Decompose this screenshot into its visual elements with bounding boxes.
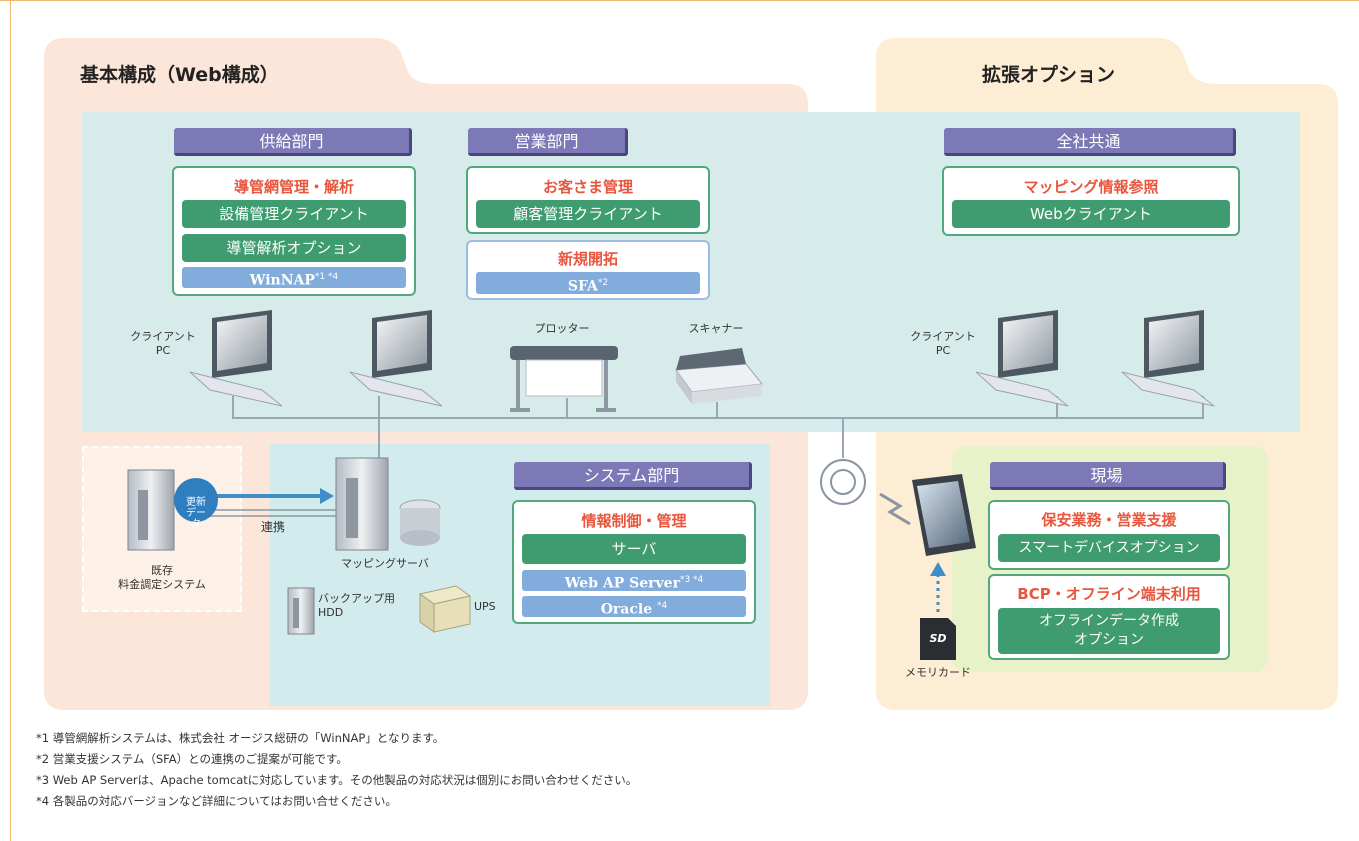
- supply-function-box: 導管網管理・解析 設備管理クライアント 導管解析オプション WinNAP*1 *…: [172, 166, 416, 296]
- oracle-button[interactable]: Oracle *4: [522, 596, 746, 618]
- common-function-box: マッピング情報参照 Webクライアント: [942, 166, 1240, 236]
- network-drop: [1202, 396, 1204, 418]
- tablet-icon: [912, 474, 976, 556]
- network-drop: [716, 402, 718, 418]
- client-pc-icon: [1121, 310, 1215, 407]
- equipment-client-button[interactable]: 設備管理クライアント: [182, 200, 406, 228]
- memory-card-label: メモリカード: [905, 666, 971, 679]
- footnote-3: *3 Web AP Serverは、Apache tomcatに対応しています。…: [36, 773, 638, 787]
- supply-dept-header: 供給部門: [174, 128, 412, 156]
- client-pc-left-line2: PC: [155, 344, 171, 357]
- common-function-title: マッピング情報参照: [1023, 178, 1159, 196]
- scanner-label: スキャナー: [688, 322, 744, 335]
- web-client-button[interactable]: Webクライアント: [952, 200, 1230, 228]
- legacy-line1: 既存: [151, 564, 173, 577]
- update-data-badge: [174, 478, 218, 522]
- winnap-button[interactable]: WinNAP*1 *4: [182, 267, 406, 289]
- client-pc-right-line1: クライアント: [910, 330, 976, 343]
- footnote-1: *1 導管網解析システムは、株式会社 オージス総研の「WinNAP」となります。: [36, 731, 445, 745]
- smart-device-option-button[interactable]: スマートデバイスオプション: [998, 534, 1220, 562]
- network-drop: [566, 398, 568, 418]
- footnotes: *1 導管網解析システムは、株式会社 オージス総研の「WinNAP」となります。…: [36, 728, 637, 812]
- field-dept-header: 現場: [990, 462, 1226, 490]
- sfa-label: SFA: [567, 278, 598, 295]
- backup-hdd-label: バックアップ用 HDD: [318, 592, 398, 620]
- system-function-box: 情報制御・管理 サーバ Web AP Server*3 *4 Oracle *4: [512, 500, 756, 624]
- sales-function-title: お客さま管理: [542, 178, 633, 196]
- network-drop: [232, 396, 234, 418]
- mapping-server-label: マッピングサーバ: [341, 557, 429, 570]
- client-pc-left-line1: クライアント: [130, 330, 196, 343]
- backup-line2: HDD: [318, 606, 344, 619]
- sfa-button[interactable]: SFA*2: [476, 272, 700, 295]
- scanner-icon: [675, 348, 763, 404]
- ups-icon: [418, 585, 472, 633]
- basic-config-title: 基本構成（Web構成）: [80, 64, 279, 86]
- server-button[interactable]: サーバ: [522, 534, 746, 564]
- legacy-system-label: 既存 料金調定システム: [84, 564, 240, 592]
- field-function-title-1: 保安業務・営業支援: [1041, 511, 1177, 529]
- network-drop: [1056, 396, 1058, 418]
- server-drop: [378, 418, 380, 462]
- new-business-title: 新規開拓: [557, 250, 618, 268]
- frame-top-line: [0, 0, 1359, 1]
- web-ap-server-button[interactable]: Web AP Server*3 *4: [522, 570, 746, 592]
- offline-option-line2: オプション: [1074, 632, 1144, 648]
- offline-option-line1: オフラインデータ作成: [1039, 613, 1179, 629]
- plotter-label: プロッター: [534, 322, 590, 335]
- frame-left-line: [10, 0, 11, 841]
- client-pc-icon: [349, 310, 443, 407]
- link-label: 連携: [260, 520, 285, 534]
- legacy-line2: 料金調定システム: [118, 578, 206, 591]
- winnap-note: *1 *4: [314, 272, 339, 282]
- common-dept-header: 全社共通: [944, 128, 1236, 156]
- network-drop: [378, 396, 380, 418]
- update-data-label: 更新 データ: [183, 497, 209, 530]
- field-function-box-1: 保安業務・営業支援 スマートデバイスオプション: [988, 500, 1230, 570]
- ups-label: UPS: [474, 600, 496, 613]
- web-ap-server-label: Web AP Server: [564, 575, 680, 592]
- legacy-server-icon: [127, 469, 175, 551]
- client-pc-icon: [975, 310, 1069, 407]
- update-data-line1: 更新: [186, 497, 206, 508]
- update-arrowhead: [320, 488, 334, 504]
- client-pc-right-label: クライアント PC: [898, 330, 988, 358]
- oracle-note: *4: [657, 601, 668, 611]
- system-dept-header: システム部門: [514, 462, 752, 490]
- backup-hdd-icon: [287, 587, 315, 635]
- winnap-label: WinNAP: [249, 272, 315, 289]
- offline-data-option-button[interactable]: オフラインデータ作成 オプション: [998, 608, 1220, 654]
- extension-title: 拡張オプション: [982, 64, 1116, 86]
- wireless-router-icon: [820, 459, 866, 505]
- sfa-note: *2: [597, 278, 609, 288]
- pipe-analysis-option-button[interactable]: 導管解析オプション: [182, 234, 406, 262]
- footnote-4: *4 各製品の対応バージョンなど詳細についてはお問い合せください。: [36, 794, 397, 808]
- field-function-title-2: BCP・オフライン端末利用: [1017, 585, 1201, 603]
- sd-label: SD: [929, 632, 947, 645]
- footnote-2: *2 営業支援システム（SFA）との連携のご提案が可能です。: [36, 752, 348, 766]
- network-line: [232, 417, 1204, 419]
- new-business-box: 新規開拓 SFA*2: [466, 240, 710, 300]
- mapping-server-icon: [335, 457, 441, 551]
- backup-line1: バックアップ用: [318, 592, 395, 605]
- field-function-box-2: BCP・オフライン端末利用 オフラインデータ作成 オプション: [988, 574, 1230, 660]
- sales-dept-header: 営業部門: [468, 128, 628, 156]
- web-ap-server-note: *3 *4: [679, 575, 704, 585]
- client-pc-left-label: クライアント PC: [118, 330, 208, 358]
- client-pc-right-line2: PC: [935, 344, 951, 357]
- sd-card-icon: [920, 618, 956, 660]
- update-data-line2: データ: [186, 508, 206, 530]
- wireless-signal-icon: [879, 492, 911, 526]
- router-drop: [842, 418, 844, 458]
- sd-transfer-arrowhead: [930, 562, 946, 576]
- supply-function-title: 導管網管理・解析: [233, 178, 354, 196]
- oracle-label: Oracle: [600, 601, 653, 618]
- customer-client-button[interactable]: 顧客管理クライアント: [476, 200, 700, 228]
- sales-function-box: お客さま管理 顧客管理クライアント: [466, 166, 710, 234]
- client-pc-icon: [189, 310, 283, 407]
- system-function-title: 情報制御・管理: [581, 512, 687, 530]
- plotter-icon: [510, 346, 618, 412]
